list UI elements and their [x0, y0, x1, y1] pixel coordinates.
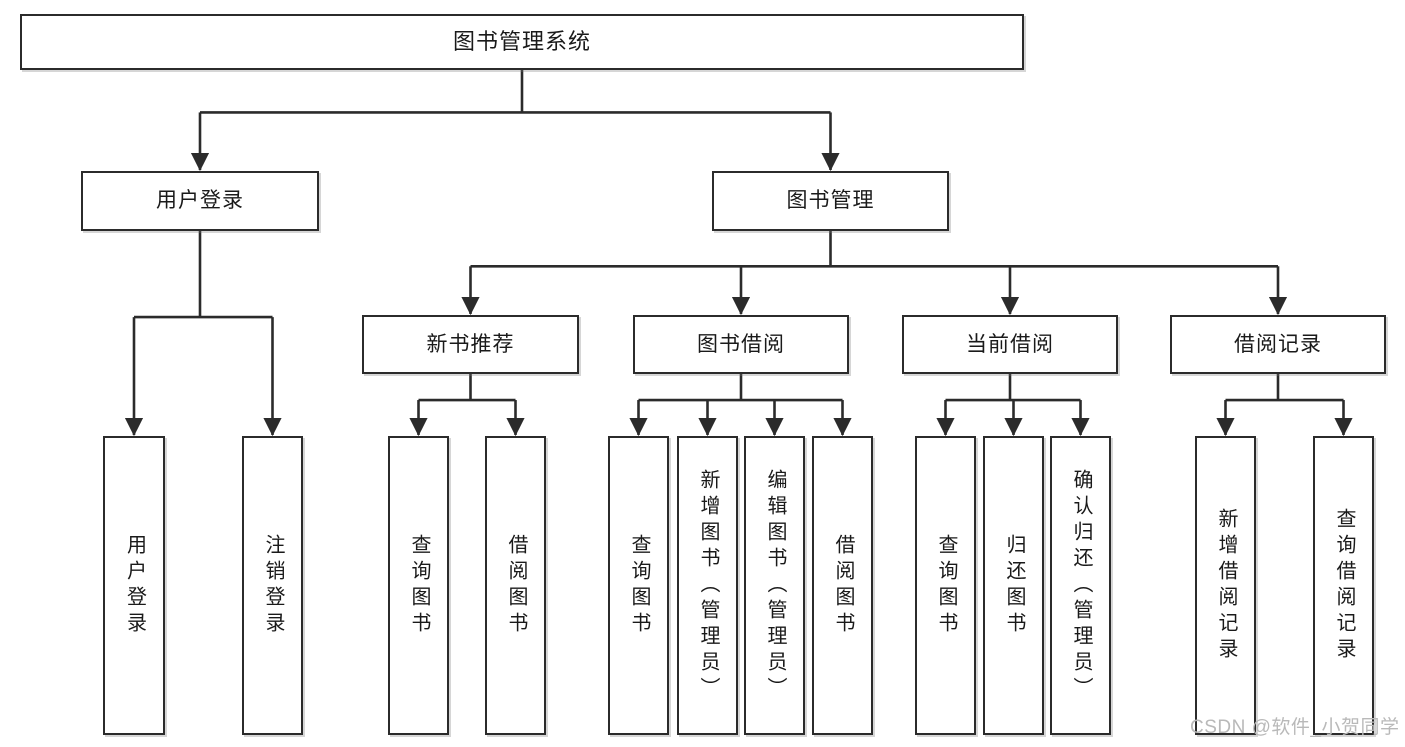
node-leaf-login-1[interactable]: 用户登录	[103, 436, 165, 735]
node-label: 新增图书（管理员）	[697, 468, 719, 703]
node-leaf-cur-3[interactable]: 确认归还（管理员）	[1050, 436, 1111, 735]
node-label: 归还图书	[1003, 533, 1025, 638]
node-leaf-bor-1[interactable]: 查询图书	[608, 436, 669, 735]
node-leaf-login-2[interactable]: 注销登录	[242, 436, 303, 735]
node-label: 借阅图书	[832, 533, 854, 638]
node-login[interactable]: 用户登录	[81, 171, 319, 231]
node-label: 用户登录	[123, 533, 146, 638]
node-label: 新增借阅记录	[1215, 507, 1237, 664]
node-leaf-cur-1[interactable]: 查询图书	[915, 436, 976, 735]
node-label: 查询图书	[408, 533, 430, 638]
node-leaf-rec-1[interactable]: 新增借阅记录	[1195, 436, 1256, 735]
node-leaf-bor-4[interactable]: 借阅图书	[812, 436, 873, 735]
node-leaf-rec-2[interactable]: 查询借阅记录	[1313, 436, 1374, 735]
node-label: 借阅记录	[1234, 332, 1322, 356]
node-leaf-bor-3[interactable]: 编辑图书（管理员）	[744, 436, 805, 735]
node-label: 查询图书	[628, 533, 650, 638]
node-label: 用户登录	[156, 189, 244, 213]
node-label: 图书管理系统	[452, 28, 591, 54]
node-label: 确认归还（管理员）	[1070, 468, 1092, 703]
node-bookmgmt[interactable]: 图书管理	[712, 171, 949, 231]
node-leaf-new-2[interactable]: 借阅图书	[485, 436, 546, 735]
node-leaf-cur-2[interactable]: 归还图书	[983, 436, 1044, 735]
node-root[interactable]: 图书管理系统	[20, 14, 1024, 70]
node-label: 编辑图书（管理员）	[764, 468, 786, 703]
node-borrow[interactable]: 图书借阅	[633, 315, 849, 374]
node-label: 图书借阅	[697, 332, 785, 356]
node-label: 查询图书	[935, 533, 957, 638]
watermark-text: CSDN @软件_小贺同学	[1190, 717, 1400, 738]
node-leaf-new-1[interactable]: 查询图书	[388, 436, 449, 735]
node-label: 当前借阅	[966, 332, 1054, 356]
node-label: 图书管理	[786, 189, 875, 213]
node-label: 注销登录	[262, 533, 284, 638]
node-label: 新书推荐	[426, 332, 515, 356]
node-records[interactable]: 借阅记录	[1170, 315, 1386, 374]
node-label: 查询借阅记录	[1333, 507, 1355, 664]
node-leaf-bor-2[interactable]: 新增图书（管理员）	[677, 436, 738, 735]
node-label: 借阅图书	[505, 533, 527, 638]
node-current[interactable]: 当前借阅	[902, 315, 1118, 374]
node-newbook[interactable]: 新书推荐	[362, 315, 579, 374]
